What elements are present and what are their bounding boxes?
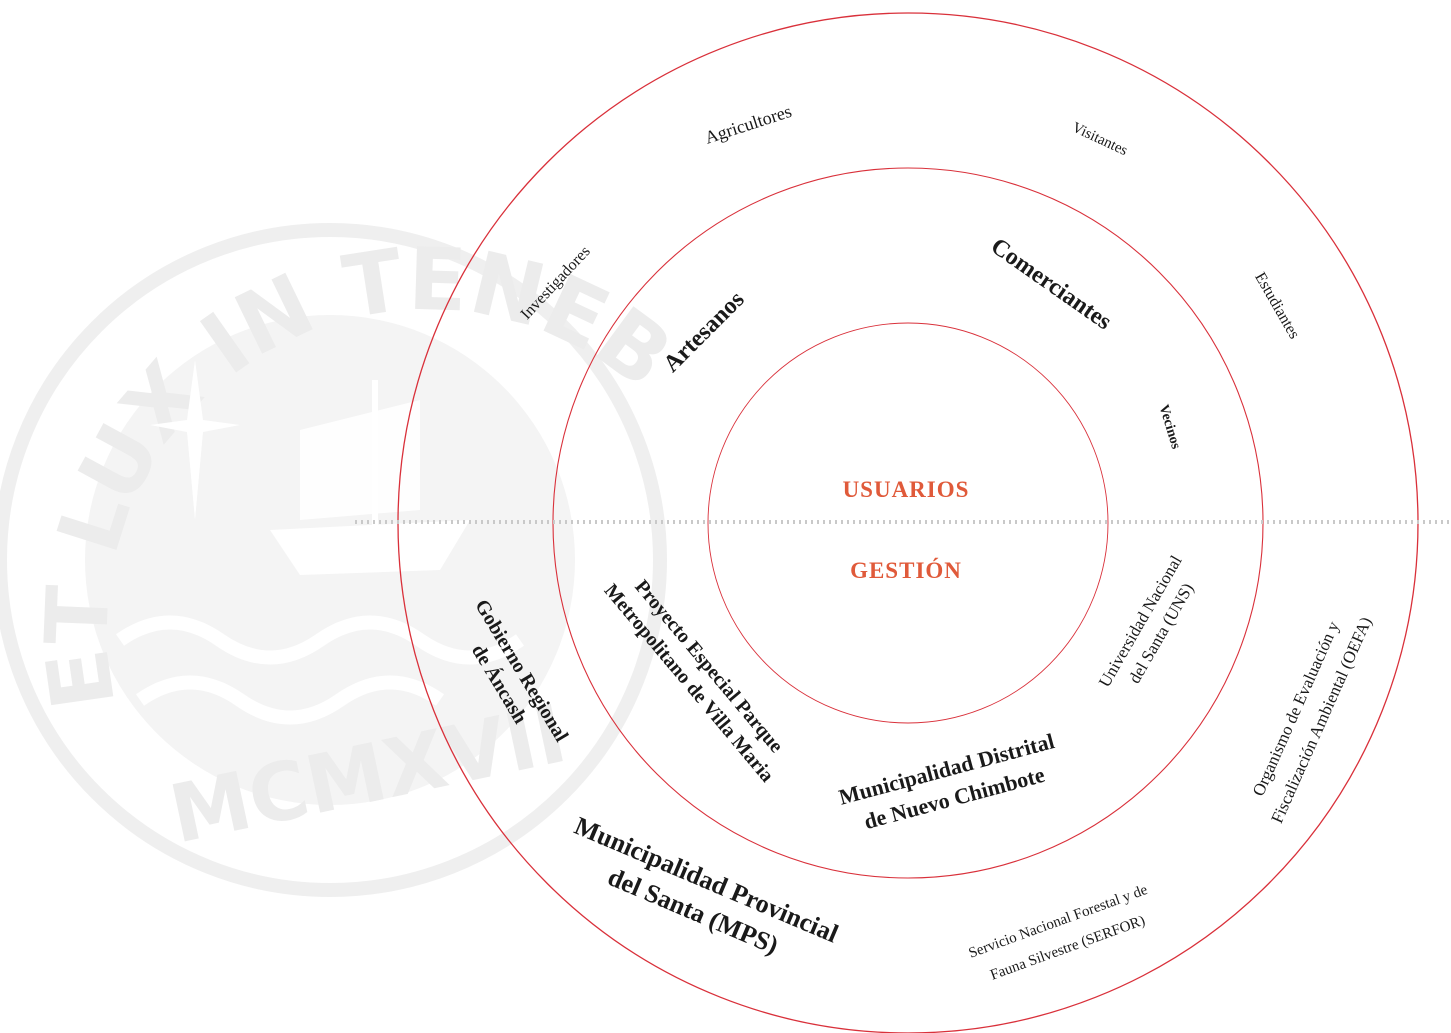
waves-icon bbox=[115, 615, 525, 725]
watermark-seal: ET LUX IN TENEBRIS LUCET MCMXVII bbox=[0, 0, 690, 897]
center-label-gestion: GESTIÓN bbox=[850, 557, 962, 583]
label-municipalidad-distrital: Municipalidad Distrital de Nuevo Chimbot… bbox=[836, 728, 1057, 834]
label-agricultores: Agricultores bbox=[702, 101, 794, 148]
label-proyecto-parque: Proyecto Especial Parque Metropolitano d… bbox=[600, 576, 788, 787]
ship-icon bbox=[270, 380, 470, 575]
label-serfor: Servicio Nacional Forestal y de Fauna Si… bbox=[967, 882, 1151, 984]
svg-text:Metropolitano de Villa Maria: Metropolitano de Villa Maria bbox=[600, 580, 778, 787]
star-icon bbox=[150, 360, 240, 520]
label-universidad-nacional: Universidad Nacional del Santa (UNS) bbox=[1095, 552, 1198, 691]
center-label-usuarios: USUARIOS bbox=[843, 477, 970, 502]
svg-text:Proyecto Especial Parque: Proyecto Especial Parque bbox=[630, 576, 787, 757]
label-municipalidad-provincial: Municipalidad Provincial del Santa (MPS) bbox=[570, 811, 842, 960]
label-vecinos: Vecinos bbox=[1156, 403, 1184, 451]
label-oefa: Organismo de Evaluación y Fiscalización … bbox=[1249, 614, 1376, 826]
label-visitantes: Visitantes bbox=[1070, 120, 1130, 160]
inner-ring bbox=[707, 322, 1109, 724]
label-estudiantes: Estudiantes bbox=[1251, 270, 1303, 342]
label-comerciantes: Comerciantes bbox=[986, 233, 1116, 335]
